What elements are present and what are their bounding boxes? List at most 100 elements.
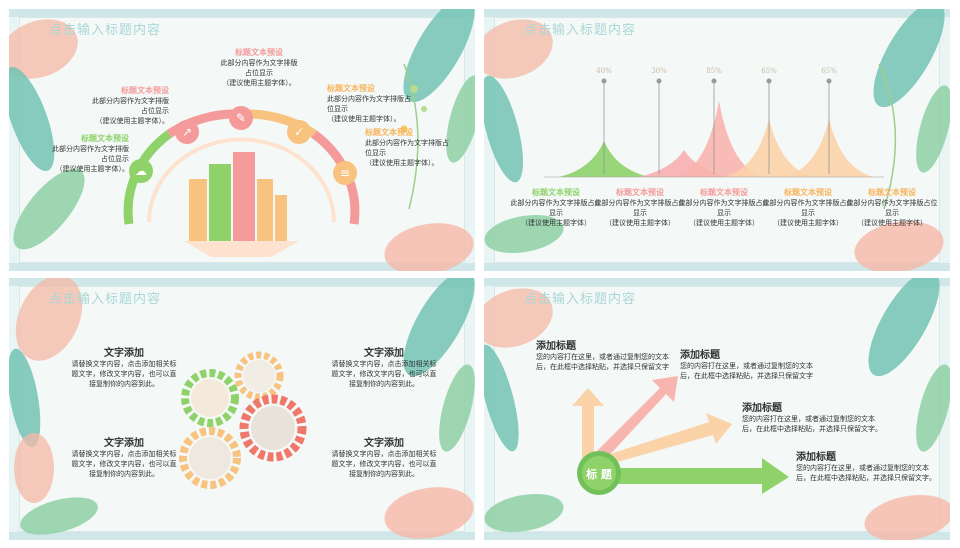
peak-chart: 40%30%85%65%65%	[544, 67, 884, 178]
text-block[interactable]: 添加标题您的内容打在这里，或者通过复制您的文本后，在此框中选择粘贴，并选择只保留…	[796, 452, 946, 483]
block-line: 此部分内容作为文字排版	[92, 97, 169, 105]
block-line: 您的内容打在这里，或者通过复制您的文本	[680, 362, 813, 370]
slide-title[interactable]: 点击输入标题内容	[524, 23, 637, 38]
text-block[interactable]: 文字添加请替换文字内容，点击添加相关标题文字，修改文字内容，也可以直接复制你的内…	[69, 438, 179, 479]
block-line: 此部分内容作为文字排版占	[327, 95, 411, 103]
pin-head	[601, 78, 607, 84]
slide-canvas	[19, 286, 465, 532]
text-block[interactable]: 添加标题您的内容打在这里，或者通过复制您的文本后，在此框中选择粘贴，并选择只保留…	[742, 403, 892, 434]
block-heading: 标题文本预设	[868, 188, 916, 197]
pin-head	[766, 78, 772, 84]
check-icon[interactable]: ✓	[287, 120, 311, 144]
block-line: 请替换文字内容，点击添加相关标	[331, 450, 437, 458]
block-line: 题文字，修改文字内容，也可以直	[331, 370, 437, 378]
database-icon[interactable]: ≡	[333, 161, 357, 185]
block-line: 占位显示	[245, 69, 273, 77]
bottom-band	[484, 263, 950, 271]
text-block[interactable]: 添加标题您的内容打在这里，或者通过复制您的文本后，在此框中选择粘贴，并选择只保留…	[536, 341, 686, 372]
block-line: 此部分内容作为文字排版占位	[762, 199, 854, 207]
block-line: 您的内容打在这里，或者通过复制您的文本	[536, 353, 669, 361]
text-block[interactable]: 标题文本预设此部分内容作为文字排版占位显示 （建议使用主题字体）	[760, 187, 856, 228]
block-heading: 文字添加	[104, 438, 144, 449]
block-line: （建议使用主题字体）。	[222, 79, 296, 87]
text-block[interactable]: 文字添加请替换文字内容，点击添加相关标题文字，修改文字内容，也可以直接复制你的内…	[329, 438, 439, 479]
text-block[interactable]: 添加标题您的内容打在这里，或者通过复制您的文本后，在此框中选择粘贴，并选择只保留…	[680, 350, 830, 381]
block-line: 此部分内容作为文字排版占位	[678, 199, 770, 207]
text-block-3[interactable]: 标题文本预设 此部分内容作为文字排版 占位显示 （建议使用主题字体）。	[29, 133, 129, 174]
block-line: 接复制你的内容到此。	[349, 380, 419, 388]
center-label[interactable]: 标 题	[586, 468, 612, 481]
block-line: 请替换文字内容，点击添加相关标	[71, 450, 177, 458]
slide-3[interactable]: 点击输入标题内容 文字添加请替换文字内容，点击添加相关标题文字，修改文字内容，也…	[9, 278, 475, 540]
block-line: （建议使用主题字体）。	[55, 165, 130, 173]
block-line: 显示	[801, 209, 815, 217]
block-line: （建议使用主题字体）	[689, 219, 759, 227]
decor-leaves	[484, 278, 950, 540]
block-line: 此部分内容作为文字排版	[220, 59, 298, 67]
decor-leaves	[9, 9, 475, 271]
text-block-5[interactable]: 标题文本预设 此部分内容作为文字排版占 位显示 （建议使用主题字体）。	[365, 127, 465, 168]
bottom-band	[9, 532, 475, 540]
block-line: 显示	[633, 209, 647, 217]
data-label: 40%	[596, 67, 612, 75]
bottom-band	[9, 263, 475, 271]
block-line: （建议使用主题字体）	[605, 219, 675, 227]
block-line: 显示	[549, 209, 563, 217]
block-line: 此部分内容作为文字排版占位	[594, 199, 686, 207]
edit-icon[interactable]: ✎	[229, 106, 253, 130]
cloud-icon[interactable]: ☁	[129, 159, 153, 183]
block-line: （建议使用主题字体）。	[365, 159, 439, 167]
bottom-band	[484, 532, 950, 540]
gear-cluster	[179, 351, 307, 489]
block-line: 题文字，修改文字内容，也可以直	[71, 370, 177, 378]
data-label: 85%	[706, 67, 722, 75]
slide-title[interactable]: 点击输入标题内容	[49, 292, 162, 307]
slide-4[interactable]: 点击输入标题内容 标 题 添加标题您的内容打在这里，或者通过复制您的文本后，在此…	[484, 278, 950, 540]
slide-title[interactable]: 点击输入标题内容	[49, 23, 162, 38]
block-line: 此部分内容作为文字排版占位	[510, 199, 602, 207]
arrow-diagram	[572, 376, 789, 495]
block-line: 题文字，修改文字内容，也可以直	[331, 460, 437, 468]
block-heading: 标题文本预设	[532, 188, 580, 197]
block-line: 此部分内容作为文字排版占	[365, 139, 449, 147]
slide-2[interactable]: 点击输入标题内容 40%30%85%65%65% 标题文本预设此部分内容作为文字…	[484, 9, 950, 271]
block-line: 显示	[717, 209, 731, 217]
text-block-2[interactable]: 标题文本预设 此部分内容作为文字排版 占位显示 （建议使用主题字体）。	[69, 85, 169, 126]
text-block[interactable]: 文字添加请替换文字内容，点击添加相关标题文字，修改文字内容，也可以直接复制你的内…	[329, 348, 439, 389]
block-line: 显示	[885, 209, 899, 217]
block-heading: 添加标题	[796, 452, 836, 463]
block-heading: 标题文本预设	[121, 86, 169, 95]
slide-canvas	[494, 286, 940, 532]
data-label: 65%	[761, 67, 777, 75]
slide-title[interactable]: 点击输入标题内容	[524, 292, 637, 307]
block-line: （建议使用主题字体）	[773, 219, 843, 227]
peak-mark	[674, 100, 764, 177]
data-label: 30%	[651, 67, 667, 75]
text-block-1[interactable]: 标题文本预设 此部分内容作为文字排版 占位显示 （建议使用主题字体）。	[199, 47, 319, 88]
block-line: 此部分内容作为文字排版	[52, 145, 129, 153]
pin-head	[656, 78, 662, 84]
block-heading: 标题文本预设	[616, 188, 664, 197]
text-block[interactable]: 标题文本预设此部分内容作为文字排版占位显示（建议使用主题字体）	[508, 187, 604, 228]
block-line: 占位显示	[141, 107, 169, 115]
decor-leaves	[9, 278, 475, 539]
text-block[interactable]: 文字添加请替换文字内容，点击添加相关标题文字，修改文字内容，也可以直接复制你的内…	[69, 348, 179, 389]
slide-1[interactable]: 点击输入标题内容 ☁ ↗ ✎ ✓ ≡ 标题文本预设 此部分内容作为文字排版 占位…	[9, 9, 475, 271]
block-heading: 标题文本预设	[700, 188, 748, 197]
block-heading: 标题文本预设	[81, 134, 129, 143]
block-line: 后，在此框中选择粘贴，并选择只保留文字	[536, 363, 669, 371]
block-line: 占位显示	[101, 155, 129, 163]
block-line: 位显示	[365, 149, 386, 157]
trend-icon[interactable]: ↗	[175, 120, 199, 144]
block-heading: 标题文本预设	[784, 188, 832, 197]
block-line: 接复制你的内容到此。	[89, 470, 159, 478]
block-line: 您的内容打在这里，或者通过复制您的文本	[796, 464, 929, 472]
text-block[interactable]: 标题文本预设此部分内容作为文字排版占位显示 （建议使用主题字体）	[676, 187, 772, 228]
block-line: 请替换文字内容，点击添加相关标	[331, 360, 437, 368]
block-line: 后，在此框中选择粘贴，并选择只保留文字。	[742, 425, 882, 433]
text-block-4[interactable]: 标题文本预设 此部分内容作为文字排版占 位显示 （建议使用主题字体）。	[327, 83, 437, 124]
text-block[interactable]: 标题文本预设此部分内容作为文字排版占位显示（建议使用主题字体）	[844, 187, 940, 228]
block-line: （建议使用主题字体）。	[95, 117, 170, 125]
text-block[interactable]: 标题文本预设此部分内容作为文字排版占位显示 （建议使用主题字体）	[592, 187, 688, 228]
block-heading: 标题文本预设	[365, 128, 413, 137]
